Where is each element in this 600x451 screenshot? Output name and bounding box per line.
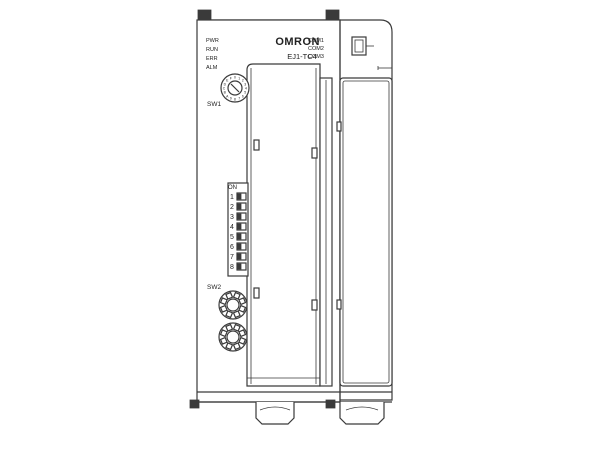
indicator-labels: PWR RUN ERR ALM: [206, 38, 219, 71]
sw2-dial-ring: [218, 290, 248, 320]
sw2-dial-ring: [218, 322, 248, 352]
dip-positions: 1 2 3 4 5 6 7 8: [230, 192, 247, 271]
dip-toggle-knob: [236, 193, 242, 200]
sw2-dial-segment: [232, 323, 241, 332]
dip-position-number: 5: [230, 234, 234, 241]
sw2-dial-segment: [219, 336, 228, 345]
dip-position-number: 4: [230, 224, 234, 231]
din-rail-hooks: [255, 402, 385, 425]
com3-label: COM3: [308, 54, 324, 60]
sw1-dial-digit: 3: [244, 82, 246, 86]
sw1-dial-digit: F: [230, 76, 232, 80]
sw1-dial-digit: 8: [234, 98, 236, 102]
sw2-dial-segment: [219, 329, 228, 338]
dip-position-number: 6: [230, 244, 234, 251]
dip-toggle-knob: [236, 213, 242, 220]
sw2-dial-segment: [225, 291, 234, 300]
dip-switch[interactable]: ON 1 2 3 4 5 6 7 8: [227, 182, 249, 277]
sw1-dial-digit: 0: [234, 76, 236, 80]
sw1-dial-digit: 2: [242, 79, 244, 83]
sw2-dial-center: [226, 298, 240, 312]
dip-toggle-knob: [236, 223, 242, 230]
sw1-dial-digit: B: [224, 91, 227, 95]
sw1-dial-digit: 6: [242, 94, 244, 98]
sw2-dial-segment: [232, 342, 241, 351]
brand-logo: OMRON: [275, 36, 320, 48]
sw2-dial-segment: [238, 297, 247, 306]
middle-panel: [246, 63, 333, 387]
sw1-dial-digit: 9: [230, 97, 232, 101]
sw1-dial-digit: 4: [245, 87, 247, 91]
sw2-dial-segment: [219, 304, 228, 313]
top-clips: [197, 9, 340, 21]
sw1-label: SW1: [207, 101, 221, 108]
sw2-dial-segment: [225, 342, 234, 351]
sw1-dial-digit: E: [226, 79, 229, 83]
dip-position-number: 8: [230, 264, 234, 271]
rear-housing: [340, 19, 393, 401]
sw2-dial-segment: [232, 291, 241, 300]
sw2-dial-segment: [225, 310, 234, 319]
dip-toggle-knob: [236, 243, 242, 250]
indicator-alm: ALM: [206, 65, 218, 71]
sw2-dial-segment: [238, 304, 247, 313]
sw1-dial-digit: C: [223, 87, 226, 91]
com-labels: COM1 COM2 COM3: [308, 38, 324, 60]
dip-toggle-knob: [236, 203, 242, 210]
dip-toggle-knob: [236, 253, 242, 260]
sw1-dial-digit: D: [224, 82, 227, 86]
dip-position-number: 3: [230, 214, 234, 221]
sw2-dial-1[interactable]: [218, 290, 248, 320]
sw2-dial-segment: [219, 297, 228, 306]
sw1-dial-digit: 1: [238, 76, 240, 80]
indicator-err: ERR: [206, 56, 218, 62]
dip-position-number: 2: [230, 204, 234, 211]
sw2-dial-center: [226, 330, 240, 344]
sw2-rotary-switches[interactable]: [218, 290, 248, 352]
sw2-dial-2[interactable]: [218, 322, 248, 352]
sw1-dial-digit: 5: [244, 91, 246, 95]
dip-position-number: 7: [230, 254, 234, 261]
sw2-dial-segment: [232, 310, 241, 319]
sw2-label: SW2: [207, 284, 221, 291]
terminal-cover: [336, 77, 393, 387]
indicator-pwr: PWR: [206, 38, 219, 44]
indicator-run: RUN: [206, 47, 218, 53]
model-label: EJ1-TC4: [287, 52, 317, 61]
sw1-dial-digit: A: [226, 94, 229, 98]
com1-label: COM1: [308, 38, 324, 44]
dip-toggle-knob: [236, 233, 242, 240]
sw2-dial-segment: [225, 323, 234, 332]
sw2-dial-segment: [238, 329, 247, 338]
dip-toggle-knob: [236, 263, 242, 270]
sw2-dial-segment: [238, 336, 247, 345]
sw1-dial-digit: 7: [238, 97, 240, 101]
dip-position-number: 1: [230, 194, 234, 201]
dip-on-label: ON: [228, 185, 237, 191]
com2-label: COM2: [308, 46, 324, 52]
